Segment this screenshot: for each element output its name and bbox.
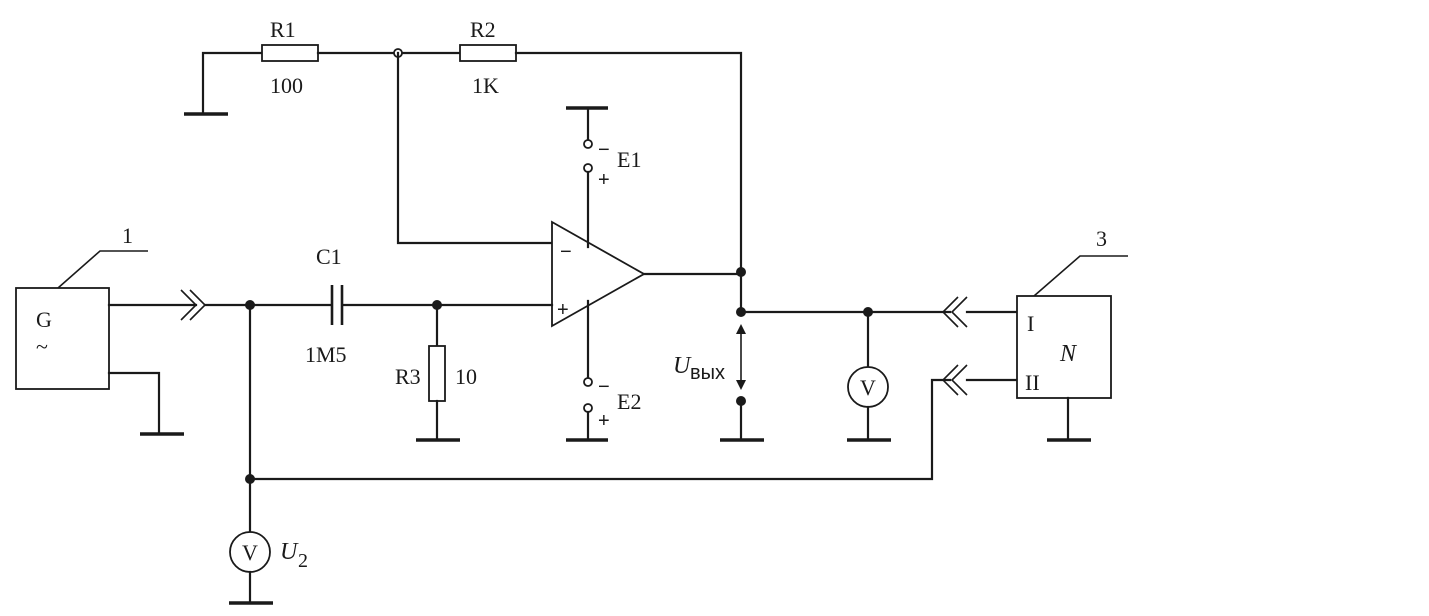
- analyzer-symbol-label: N: [1059, 341, 1078, 367]
- analyzer-device: I II N 3: [248, 226, 1128, 481]
- supply-e2: − E2 +: [566, 299, 641, 442]
- r1-name-label: R1: [270, 17, 296, 42]
- generator-ground-wire: [107, 371, 161, 435]
- voltmeter-u2-symbol: V: [242, 540, 258, 565]
- e2-plus-sign: +: [598, 410, 610, 432]
- r2-name-label: R2: [470, 17, 496, 42]
- c1-name-label: C1: [316, 244, 342, 269]
- e2-name-label: E2: [617, 389, 641, 414]
- uout-symbol-label: U: [673, 353, 692, 379]
- e1-minus-sign: −: [598, 139, 610, 161]
- generator-tilde-label: ~: [36, 334, 48, 359]
- e1-plus-sign: +: [598, 169, 610, 191]
- signal-generator: 1 G ~: [15, 223, 207, 436]
- analyzer-input2-feed-wire: [248, 378, 952, 481]
- resistor-r1: [261, 44, 319, 62]
- analyzer-input2-connector-2: [950, 364, 968, 396]
- r1-ground-wire: [201, 51, 264, 116]
- generator-ref-label: 1: [122, 223, 133, 248]
- voltmeter-output-symbol: V: [860, 375, 876, 400]
- analyzer-input1-connector-1: [941, 296, 959, 328]
- r3-name-label: R3: [395, 364, 421, 389]
- resistor-r3: [428, 345, 446, 402]
- analyzer-input2-label: II: [1025, 370, 1040, 395]
- generator-box: [15, 287, 110, 390]
- r1-value-label: 100: [270, 73, 303, 98]
- analyzer-input2-connector-1: [941, 364, 959, 396]
- output-section: U вых V: [673, 267, 952, 442]
- uout-arrow-head-up: [736, 324, 746, 334]
- r3-value-label: 10: [455, 364, 477, 389]
- input-network: C1 1M5 R3 10: [203, 244, 554, 442]
- generator-connector-1: [180, 289, 198, 321]
- inverting-input-wire: [396, 51, 554, 245]
- e1-name-label: E1: [617, 147, 641, 172]
- analyzer-ref-label: 3: [1096, 226, 1107, 251]
- u2-symbol-label: U: [280, 539, 299, 565]
- uout-subscript-label: вых: [690, 362, 725, 384]
- resistor-r2: [459, 44, 517, 62]
- feedback-network: R1 100 R2 1K: [184, 17, 743, 274]
- u2-subscript-label: 2: [298, 550, 308, 572]
- c1-value-label: 1M5: [305, 342, 347, 367]
- opamp-minus-sign: −: [560, 241, 572, 263]
- analyzer-callout-leader: [1033, 255, 1128, 297]
- e2-terminal-minus: [583, 377, 593, 387]
- uout-arrow-head-down: [736, 380, 746, 390]
- e2-minus-sign: −: [598, 376, 610, 398]
- analyzer-input1-connector-2: [950, 296, 968, 328]
- analyzer-box: [1016, 295, 1112, 399]
- opamp-plus-sign: +: [557, 299, 569, 321]
- generator-callout-leader: [57, 250, 148, 289]
- e1-terminal-plus: [583, 163, 593, 173]
- e2-terminal-plus: [583, 403, 593, 413]
- operational-amplifier: − +: [551, 220, 743, 328]
- input-voltmeter-group: V U 2: [229, 303, 308, 605]
- r2-value-label: 1K: [472, 73, 499, 98]
- opamp-triangle: [551, 220, 646, 328]
- e1-terminal-minus: [583, 139, 593, 149]
- supply-e1: − E1 +: [566, 106, 641, 249]
- r2-output-wire: [514, 51, 743, 274]
- generator-symbol-label: G: [36, 307, 52, 332]
- analyzer-input1-label: I: [1027, 311, 1034, 336]
